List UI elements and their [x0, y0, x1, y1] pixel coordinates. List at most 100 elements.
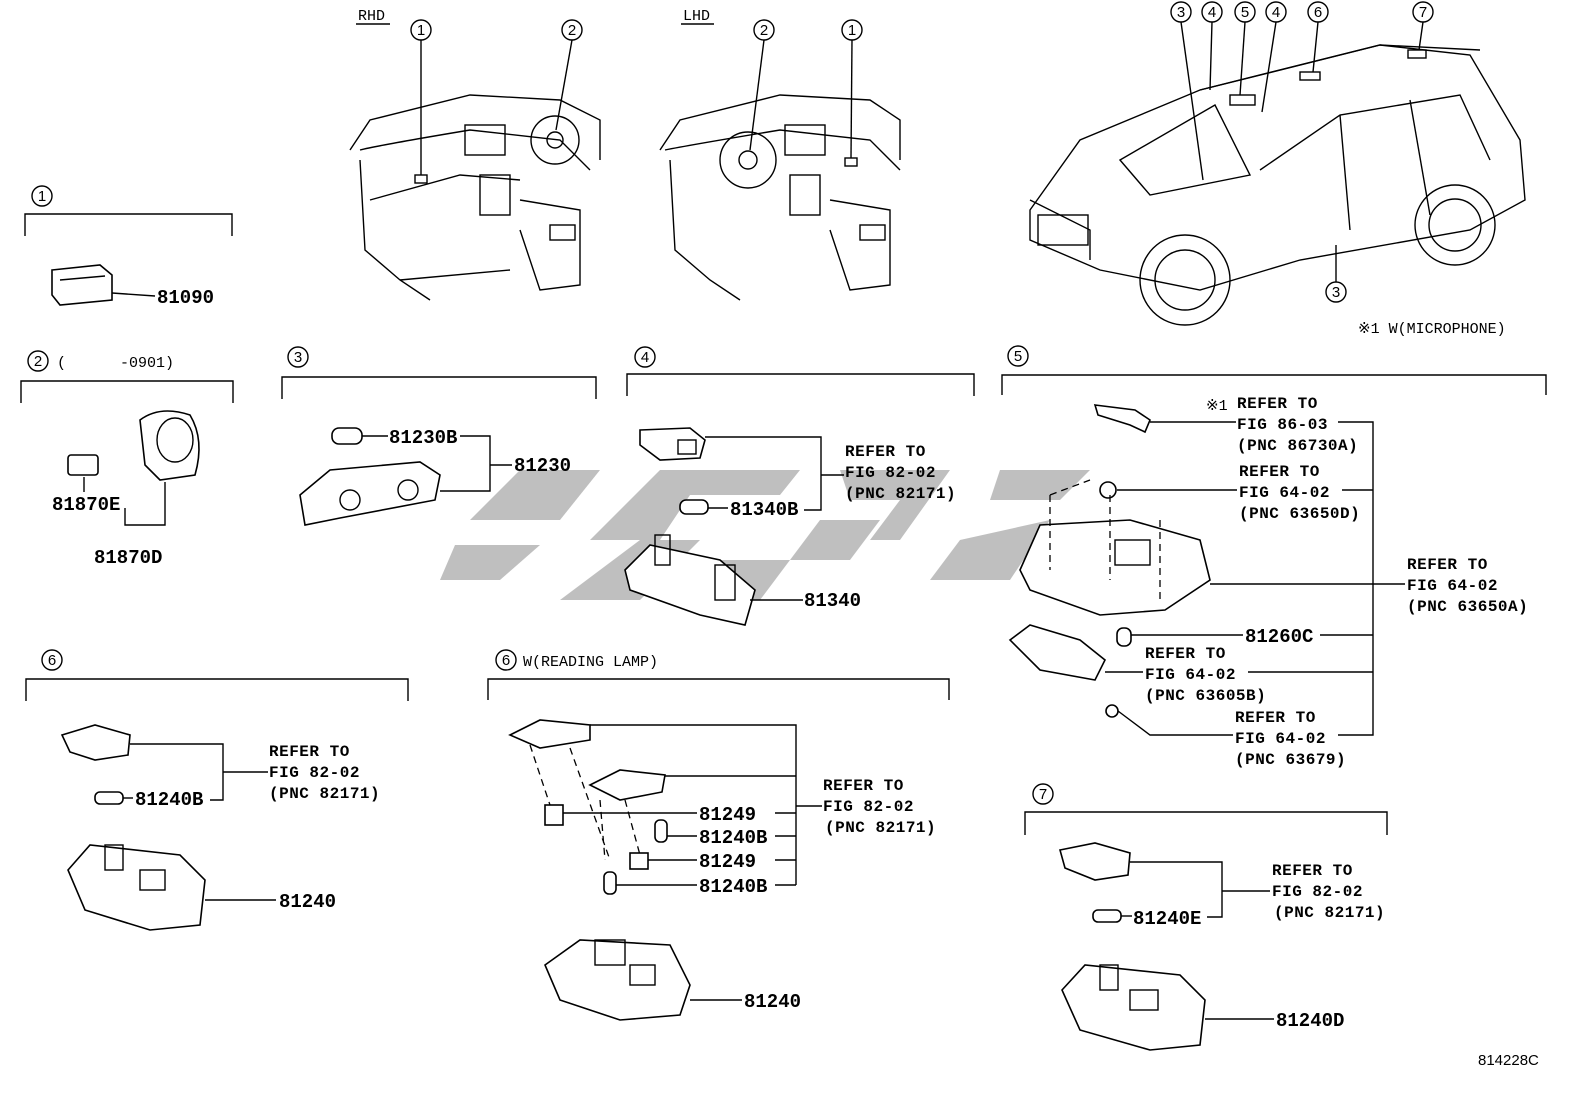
callout-2-rhd: 2: [561, 19, 583, 41]
bulb-81240B-b: [603, 871, 617, 895]
svg-text:(PNC 63679): (PNC 63679): [1235, 751, 1346, 769]
part-81230B: 81230B: [389, 427, 457, 449]
part-81240-left: 81240: [279, 891, 336, 913]
socket-upper: [508, 719, 591, 749]
bulb-81340B: [679, 499, 709, 515]
watermark-logo: [440, 470, 1090, 600]
svg-text:3: 3: [1177, 4, 1185, 21]
lamp-81240D: [1061, 964, 1206, 1051]
svg-text:REFER TO: REFER TO: [1145, 645, 1226, 663]
svg-text:(PNC 82171): (PNC 82171): [269, 785, 380, 803]
svg-text:(PNC 63605B): (PNC 63605B): [1145, 687, 1266, 705]
microphone-note: ※1 W(MICROPHONE): [1358, 321, 1506, 338]
callout-5-vehicle: 5: [1234, 1, 1256, 23]
ring-81870D: [139, 410, 200, 481]
svg-text:FIG 82-02: FIG 82-02: [1272, 883, 1363, 901]
svg-text:4: 4: [1272, 4, 1280, 21]
part-81230: 81230: [514, 455, 571, 477]
dashboard-rhd-illustration: RHD 1 2: [349, 8, 601, 301]
lhd-label: LHD: [683, 8, 710, 25]
bulb-81240B-left: [94, 791, 124, 805]
lamp-81240-left: [67, 844, 206, 931]
svg-text:REFER TO: REFER TO: [269, 743, 350, 761]
refer-s4-line2: FIG 82-02: [845, 464, 936, 482]
console-part: [1019, 479, 1211, 616]
lamp-81230: [299, 461, 441, 526]
callout-4-vehicle-a: 4: [1201, 1, 1223, 23]
socket-81249-a: [544, 804, 564, 826]
svg-text:FIG 64-02: FIG 64-02: [1145, 666, 1236, 684]
svg-text:2: 2: [34, 353, 42, 370]
callout-2-lhd: 2: [753, 19, 775, 41]
part-81870E: 81870E: [52, 494, 120, 516]
part-81870D: 81870D: [94, 547, 162, 569]
clip-part: [1105, 704, 1119, 718]
lamp-81240-reading: [544, 939, 691, 1021]
svg-text:FIG 86-03: FIG 86-03: [1237, 416, 1328, 434]
section-5: 5 ※1 REFER TO FIG 86-03 (PNC 86730A) REF…: [1001, 345, 1547, 769]
svg-text:3: 3: [1332, 284, 1340, 301]
callout-1-lhd: 1: [841, 19, 863, 41]
part-81240D: 81240D: [1276, 1010, 1344, 1032]
socket-81249-b: [629, 852, 649, 870]
part-81260C: 81260C: [1245, 626, 1313, 648]
svg-text:5: 5: [1014, 348, 1022, 365]
callout-3-vehicle-top: 3: [1170, 1, 1192, 23]
svg-text:REFER TO: REFER TO: [1239, 463, 1320, 481]
callout-6-vehicle: 6: [1307, 1, 1329, 23]
part-81090: 81090: [157, 287, 214, 309]
svg-text:REFER TO: REFER TO: [1272, 862, 1353, 880]
section-2-note: ( -0901): [57, 355, 174, 372]
callout-7-vehicle: 7: [1412, 1, 1434, 23]
svg-text:6: 6: [502, 652, 510, 669]
svg-text:FIG 82-02: FIG 82-02: [823, 798, 914, 816]
svg-text:1: 1: [417, 22, 425, 39]
section-6-reading-lamp: 6 W(READING LAMP) 81249 81240B 8: [487, 649, 950, 1021]
part-81249-a: 81249: [699, 804, 756, 826]
svg-text:(PNC 82171): (PNC 82171): [825, 819, 936, 837]
dashboard-lhd-illustration: LHD 2 1: [659, 8, 901, 301]
refer-s4-line1: REFER TO: [845, 443, 926, 461]
svg-text:2: 2: [568, 22, 576, 39]
rhd-label: RHD: [358, 8, 385, 25]
refer-s4-line3: (PNC 82171): [845, 485, 956, 503]
section-7: 7 81240E REFER TO FIG 82-02 (PNC 82171) …: [1024, 783, 1388, 1051]
svg-text:(PNC 63650A): (PNC 63650A): [1407, 598, 1528, 616]
section-6-left: 6 81240B REFER TO FIG 82-02 (PNC 82171) …: [25, 649, 409, 931]
section-2: 2 ( -0901) 81870E 81870D: [20, 350, 234, 569]
svg-text:(PNC 86730A): (PNC 86730A): [1237, 437, 1358, 455]
figure-code: 814228C: [1478, 1052, 1539, 1069]
screw-part: [1099, 481, 1117, 499]
lamp-81340: [624, 534, 756, 626]
bulb-81870E: [67, 454, 99, 476]
svg-text:7: 7: [1039, 786, 1047, 803]
svg-text:6: 6: [48, 652, 56, 669]
bulb-81240E: [1092, 909, 1122, 923]
svg-text:1: 1: [38, 188, 46, 205]
bulb-81260C: [1116, 627, 1132, 647]
svg-text:REFER TO: REFER TO: [1235, 709, 1316, 727]
part-81249-b: 81249: [699, 851, 756, 873]
section-1: 1 81090: [24, 185, 233, 309]
svg-text:FIG 64-02: FIG 64-02: [1235, 730, 1326, 748]
svg-text:(PNC 82171): (PNC 82171): [1274, 904, 1385, 922]
section-4: 4 81340B 81340 REFER TO FIG 82-02 (PNC 8…: [624, 346, 975, 626]
svg-text:REFER TO: REFER TO: [1237, 395, 1318, 413]
svg-text:6: 6: [1314, 4, 1322, 21]
svg-text:5: 5: [1241, 4, 1249, 21]
part-81340: 81340: [804, 590, 861, 612]
reading-lamp-note: W(READING LAMP): [523, 654, 658, 671]
socket-lower: [588, 769, 666, 801]
socket-wire-7: [1058, 842, 1131, 881]
svg-text:(PNC 63650D): (PNC 63650D): [1239, 505, 1360, 523]
part-81340B: 81340B: [730, 499, 798, 521]
callout-4-vehicle-b: 4: [1265, 1, 1287, 23]
cover-part: [1008, 624, 1107, 681]
callout-3-vehicle-bottom: 3: [1325, 281, 1347, 303]
section-3: 3 81230B 81230: [281, 346, 597, 526]
bulb-81240B-a: [654, 819, 668, 843]
socket-wire-6a: [60, 724, 131, 761]
callout-1-rhd: 1: [410, 19, 432, 41]
svg-text:4: 4: [641, 349, 649, 366]
